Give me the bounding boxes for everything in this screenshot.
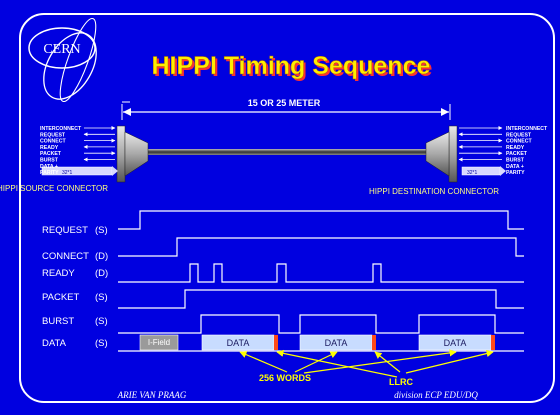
ifield-label: I-Field: [148, 338, 170, 347]
source-signal-3: READY: [40, 145, 59, 151]
burst-waveform: [118, 314, 524, 334]
source-signal-list: INTERCONNECTREQUESTCONNECTREADYPACKETBUR…: [40, 126, 116, 176]
timing-row-dir-1: (D): [95, 251, 108, 262]
data-block-1-label: DATA: [227, 338, 250, 348]
timing-row-dir-0: (S): [95, 225, 108, 236]
timing-row-name-2: READY: [42, 268, 75, 279]
destination-signal-7: PARITY: [506, 170, 525, 176]
destination-signal-5: BURST: [506, 158, 525, 164]
destination-connector-caption: HIPPI DESTINATION CONNECTOR: [369, 187, 499, 196]
llrc-annotation: LLRC: [389, 377, 413, 387]
request-waveform: [118, 210, 524, 230]
connect-waveform: [118, 237, 524, 257]
source-connector: 32*1 HIPPI SOURCE CONNECTOR: [0, 125, 149, 193]
data-block-3-label: DATA: [444, 338, 467, 348]
source-connector-caption: HIPPI SOURCE CONNECTOR: [0, 184, 108, 193]
llrc-marker-2: [372, 335, 376, 350]
timing-row-dir-4: (S): [95, 316, 108, 327]
timing-row-labels: REQUEST (S) CONNECT (D) READY (D) PACKET (S) BUR…: [42, 225, 108, 349]
llrc-arrow-2: [374, 351, 401, 373]
source-signal-1: REQUEST: [40, 132, 66, 138]
source-signal-7: PARITY: [40, 170, 59, 176]
destination-signal-6: DATA +: [506, 164, 524, 170]
destination-signal-0: INTERCONNECT: [506, 126, 548, 132]
timing-row-dir-5: (S): [95, 338, 108, 349]
footer-author: ARIE VAN PRAAG: [117, 390, 187, 400]
source-connector-hood: [124, 131, 149, 177]
timing-row-name-3: PACKET: [42, 292, 80, 303]
source-connector-flange: [116, 125, 126, 183]
source-signal-2: CONNECT: [40, 139, 66, 145]
words-annotation: 256 WORDS: [259, 373, 311, 383]
source-signal-5: BURST: [40, 158, 59, 164]
page-title: HIPPI Timing Sequence HIPPI Timing Seque…: [151, 52, 433, 82]
source-signal-4: PACKET: [40, 151, 62, 157]
destination-signal-4: PACKET: [506, 151, 528, 157]
destination-connector-hood: [425, 131, 450, 177]
cern-logo-text: CERN: [43, 42, 80, 57]
destination-data-width: 32*1: [467, 170, 478, 176]
words-arrow-1: [239, 351, 288, 373]
source-data-width: 32*1: [62, 170, 73, 176]
timing-row-dir-3: (S): [95, 292, 108, 303]
source-signal-0: INTERCONNECT: [40, 126, 82, 132]
destination-signal-1: REQUEST: [506, 132, 532, 138]
llrc-arrow-3: [405, 350, 494, 374]
words-arrow-2: [294, 351, 338, 373]
cable-length-dimension: 15 OR 25 METER: [121, 98, 451, 120]
cern-logo: CERN: [28, 17, 97, 103]
data-row-blocks: I-Field DATA DATA DATA: [139, 334, 495, 351]
timing-row-name-4: BURST: [42, 316, 74, 327]
title-text: HIPPI Timing Sequence: [152, 52, 431, 80]
ready-waveform: [118, 263, 524, 283]
annotation-arrows: [239, 349, 494, 378]
timing-row-dir-2: (D): [95, 268, 108, 279]
packet-waveform: [118, 289, 524, 309]
waveforms: [118, 210, 524, 352]
ifield-block: [139, 334, 179, 351]
destination-signal-2: CONNECT: [506, 139, 532, 145]
llrc-marker-1: [274, 335, 278, 350]
title-shadow: HIPPI Timing Sequence: [154, 54, 433, 82]
timing-row-name-0: REQUEST: [42, 225, 88, 236]
footer-division: division ECP EDU/DQ: [394, 390, 478, 400]
llrc-arrow-1: [276, 349, 398, 378]
slide-frame: [19, 13, 555, 403]
cable-length-label: 15 OR 25 METER: [248, 98, 321, 108]
data-block-2-label: DATA: [325, 338, 348, 348]
destination-connector-flange: [448, 125, 458, 183]
timing-row-name-5: DATA: [42, 338, 67, 349]
source-signal-6: DATA +: [40, 164, 58, 170]
llrc-marker-3: [491, 335, 495, 350]
timing-row-name-1: CONNECT: [42, 251, 89, 262]
destination-signal-3: READY: [506, 145, 525, 151]
hippi-cable: [146, 149, 432, 155]
destination-signal-list: INTERCONNECTREQUESTCONNECTREADYPACKETBUR…: [458, 126, 548, 176]
words-arrow-3: [303, 349, 457, 374]
destination-connector: 32*1 HIPPI DESTINATION CONNECTOR: [369, 125, 506, 196]
